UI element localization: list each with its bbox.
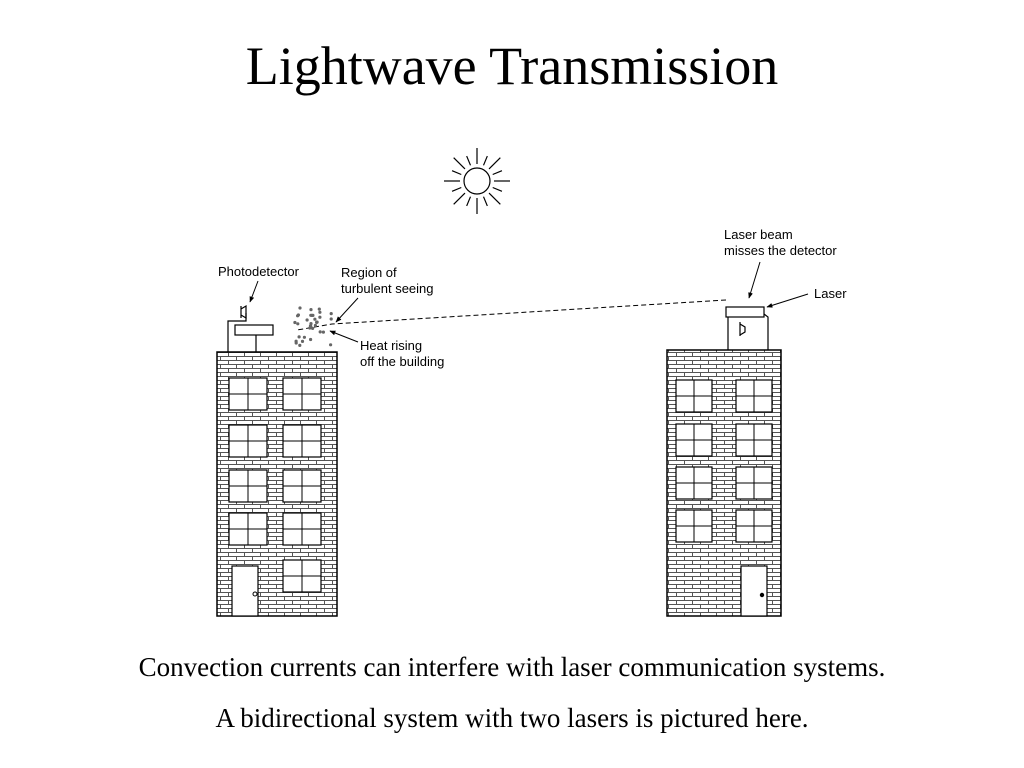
- window-icon: [675, 379, 713, 413]
- left-rooftop-equipment: [227, 304, 274, 352]
- caption-line-2: A bidirectional system with two lasers i…: [215, 703, 809, 733]
- door-icon: [740, 565, 768, 617]
- right-building: [666, 349, 782, 617]
- window-icon: [735, 466, 773, 500]
- left-building-windows: [228, 377, 322, 593]
- region-label-line2: turbulent seeing: [341, 281, 434, 296]
- missed-label-line2: misses the detector: [724, 243, 837, 258]
- photodetector-label: Photodetector: [218, 264, 300, 279]
- window-icon: [282, 559, 322, 593]
- window-icon: [735, 509, 773, 543]
- laser-icon: [725, 306, 765, 318]
- window-icon: [675, 423, 713, 457]
- laser-communication-diagram: Photodetector Region of turbulent seeing…: [216, 148, 847, 617]
- window-icon: [282, 377, 322, 411]
- window-icon: [735, 423, 773, 457]
- heat-label-line2: off the building: [360, 354, 444, 369]
- window-icon: [735, 379, 773, 413]
- window-icon: [228, 377, 268, 411]
- window-icon: [675, 466, 713, 500]
- window-icon: [228, 424, 268, 458]
- callout-lines: [249, 261, 809, 343]
- heat-label-line1: Heat rising: [360, 338, 422, 353]
- photodetector-icon: [739, 322, 746, 336]
- window-icon: [228, 469, 268, 503]
- right-building-windows: [675, 379, 773, 543]
- window-icon: [282, 469, 322, 503]
- left-building: [216, 351, 338, 617]
- sun-icon: [444, 148, 510, 214]
- laser-beam: [296, 299, 727, 331]
- laser-label: Laser: [814, 286, 847, 301]
- window-icon: [282, 424, 322, 458]
- window-icon: [675, 509, 713, 543]
- missed-label-line1: Laser beam: [724, 227, 793, 242]
- photodetector-icon: [240, 304, 247, 320]
- window-icon: [282, 512, 322, 546]
- region-label-line1: Region of: [341, 265, 397, 280]
- door-icon: [231, 565, 259, 617]
- slide-title: Lightwave Transmission: [245, 36, 779, 96]
- turbulence-dots: [293, 306, 333, 347]
- caption-line-1: Convection currents can interfere with l…: [138, 652, 886, 682]
- right-rooftop-equipment: [725, 306, 769, 350]
- window-icon: [228, 512, 268, 546]
